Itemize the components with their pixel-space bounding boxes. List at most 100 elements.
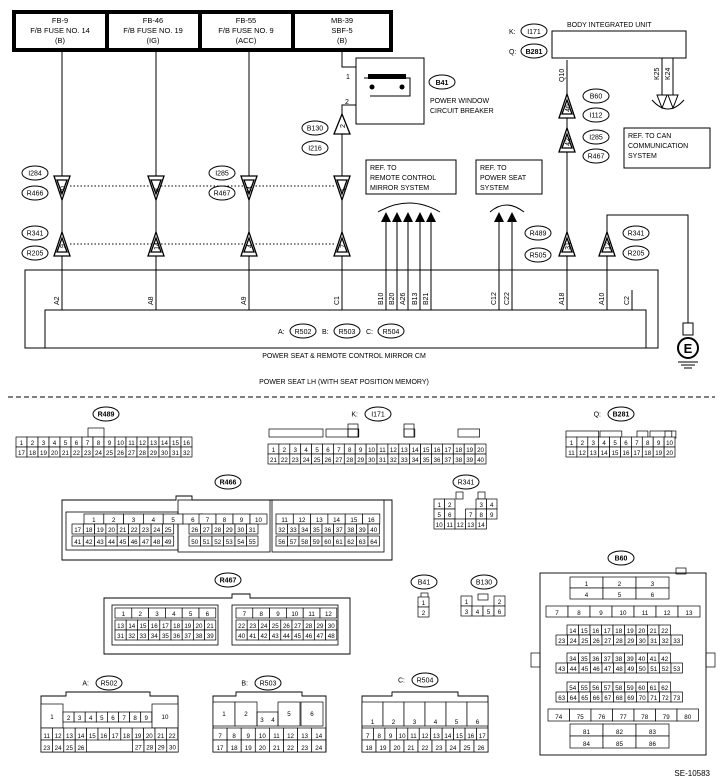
pin-label: 20	[394, 745, 401, 752]
pin-cell	[162, 535, 175, 547]
pin-label: 25	[314, 457, 321, 464]
pin-label: 1	[222, 711, 226, 718]
pin-label: 72	[662, 695, 669, 702]
pin-label: 47	[317, 633, 324, 640]
badge-r341	[21, 225, 49, 241]
pin-cell	[325, 629, 338, 641]
breaker-id: B41	[436, 80, 449, 87]
pin-label: 17	[74, 527, 81, 534]
pin-label: 26	[478, 745, 485, 752]
badge-r467	[582, 148, 610, 164]
pin-label: 61	[650, 685, 657, 692]
badges: I284R466I285R467R341R205B130I216B60I112I…	[21, 88, 650, 263]
pin-cell	[311, 739, 327, 753]
pin-label: 13	[150, 440, 157, 447]
pin-label: 18	[455, 447, 462, 454]
pin-cell	[180, 446, 193, 458]
pin-label: 28	[139, 450, 146, 457]
pin-label: 53	[226, 539, 233, 546]
pin-label: 48	[153, 539, 160, 546]
pin-label: 11	[447, 522, 454, 529]
fuse-box-text: (B)	[55, 36, 66, 45]
pin-label: 13	[686, 610, 693, 617]
pin-label: 24	[95, 450, 102, 457]
pin-label: 38	[196, 633, 203, 640]
pin-label: 23	[43, 745, 50, 752]
body-unit-tag: Q:	[509, 49, 516, 56]
pin-label: 16	[100, 733, 107, 740]
pin-label: 13	[590, 450, 597, 457]
module-pin: A8	[148, 296, 155, 305]
pin-label: 7	[366, 733, 370, 740]
pin-label: 21	[119, 527, 126, 534]
pin-label: 29	[317, 623, 324, 630]
pin-label: 1	[272, 447, 276, 454]
pin-label: 31	[249, 527, 256, 534]
pin-label: 24	[261, 623, 268, 630]
module-conn-id: R502	[295, 329, 312, 336]
pin-label: 4	[585, 592, 589, 599]
pin-label: 12	[664, 610, 671, 617]
pin-label: 39	[466, 457, 473, 464]
pin-label: 5	[189, 611, 193, 618]
pin-label: 1	[585, 581, 589, 588]
badge-text: R341	[27, 231, 44, 238]
pin-label: 67	[604, 695, 611, 702]
pin-label: 15	[456, 733, 463, 740]
pin-label: 13	[66, 733, 73, 740]
pin-label: 30	[161, 450, 168, 457]
connector-id	[607, 406, 635, 422]
pin-label: 31	[379, 457, 386, 464]
pin-label: 20	[638, 628, 645, 635]
pin-label: 23	[436, 745, 443, 752]
pin-label: 8	[348, 447, 352, 454]
badge-text: B130	[307, 126, 323, 133]
pin-label: 14	[444, 733, 451, 740]
pin-label: 36	[324, 527, 331, 534]
pin-label: 31	[650, 638, 657, 645]
pin-label: 30	[368, 457, 375, 464]
pin-label: 48	[328, 633, 335, 640]
pin-label: 16	[434, 447, 441, 454]
pin-label: 38	[615, 656, 622, 663]
pin-label: 16	[592, 628, 599, 635]
pin-label: 26	[593, 638, 600, 645]
pin-label: 24	[153, 527, 160, 534]
pin-label: 9	[657, 440, 661, 447]
pin-label: 3	[132, 517, 136, 524]
pin-label: 25	[464, 745, 471, 752]
badge-text: I285	[215, 171, 229, 178]
lower-term: 12	[605, 242, 612, 250]
pin-label: 25	[66, 745, 73, 752]
module-conn-id: R503	[339, 329, 356, 336]
pin-label: 30	[328, 623, 335, 630]
pin-label: 9	[247, 733, 251, 740]
pin-label: 59	[627, 685, 634, 692]
ref-mirror-text: MIRROR SYSTEM	[370, 185, 429, 192]
pin-label: 84	[583, 741, 590, 748]
pin-label: 19	[134, 733, 141, 740]
ref-can-text: SYSTEM	[628, 153, 657, 160]
pin-label: 41	[650, 656, 657, 663]
pin-label: 18	[86, 527, 93, 534]
pin-label: 12	[325, 611, 332, 618]
pin-label: 47	[142, 539, 149, 546]
pin-label: 12	[390, 447, 397, 454]
pin-label: 4	[476, 609, 480, 616]
pin-label: 44	[283, 633, 290, 640]
pin-label: 17	[444, 447, 451, 454]
pin-label: 65	[581, 695, 588, 702]
pin-label: 33	[673, 638, 680, 645]
pin-label: 39	[207, 633, 214, 640]
pin-label: 3	[155, 611, 159, 618]
pin-cell	[663, 446, 676, 458]
pin-label: 2	[67, 715, 71, 722]
pin-label: 51	[650, 666, 657, 673]
pin-label: 16	[183, 440, 190, 447]
pin-label: 85	[616, 741, 623, 748]
pin-label: 25	[272, 623, 279, 630]
ref-can-text: COMMUNICATION	[628, 143, 688, 150]
pin-cell	[475, 518, 487, 530]
pin-label: 4	[152, 517, 156, 524]
pin-label: 6	[476, 719, 480, 726]
